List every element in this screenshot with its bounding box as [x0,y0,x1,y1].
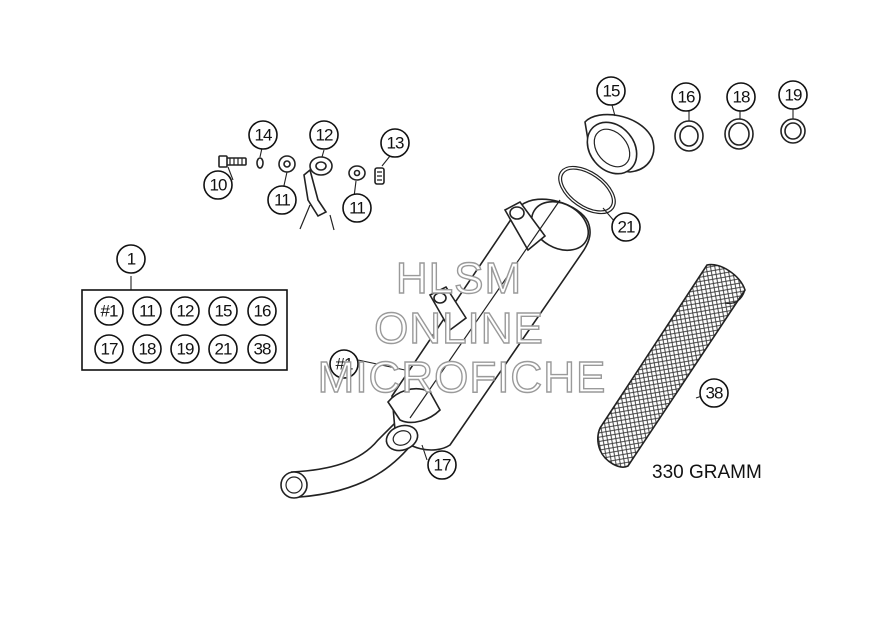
svg-text:19: 19 [177,340,194,359]
washer-right [348,165,366,181]
kit-item: 16 [247,296,277,326]
callout-13: 13 [380,128,410,158]
kit-item: 17 [94,334,124,364]
watermark-line-1: HLSM [396,254,522,303]
watermark-line-3: MICROFICHE [318,353,607,402]
callout-12: 12 [309,120,339,150]
callout-15: 15 [596,76,626,106]
callout-1: 1 [116,244,146,274]
svg-text:12: 12 [177,302,194,321]
svg-text:21: 21 [215,340,232,359]
callout-14: 14 [248,120,278,150]
svg-text:21: 21 [618,218,635,237]
svg-text:18: 18 [139,340,156,359]
mounting-hardware [218,147,391,231]
kit-contents-box: #1 11 12 15 16 17 18 19 [81,289,288,371]
svg-text:12: 12 [316,126,333,145]
svg-text:17: 17 [434,456,451,475]
ring-19 [780,108,806,144]
bolt [218,155,247,168]
svg-text:38: 38 [706,384,723,403]
weight-note: 330 GRAMM [652,462,762,483]
svg-text:18: 18 [733,88,750,107]
svg-text:1: 1 [127,250,136,269]
kit-item: 11 [132,296,162,326]
svg-text:#1: #1 [336,355,353,374]
watermark-line-2: ONLINE [374,304,544,353]
kit-item: #1 [94,296,124,326]
callout-10: 10 [203,170,233,200]
callout-11-right: 11 [342,193,372,223]
kit-item: 15 [208,296,238,326]
svg-text:#1: #1 [101,302,118,321]
kit-item: 21 [208,334,238,364]
kit-item: 19 [170,334,200,364]
end-cap [584,104,655,175]
callout-16: 16 [671,82,701,112]
svg-text:19: 19 [785,86,802,105]
watermark: HLSM ONLINE MICROFICHE [317,253,607,402]
svg-text:16: 16 [254,302,271,321]
callout-21: 21 [611,212,641,242]
ring-18 [724,110,754,150]
svg-text:16: 16 [678,88,695,107]
svg-text:11: 11 [139,302,155,321]
callout-hash1: #1 [329,349,359,379]
nut [374,167,385,185]
callout-18: 18 [726,82,756,112]
kit-item: 38 [247,334,277,364]
ring-16 [674,110,704,152]
svg-text:15: 15 [603,82,620,101]
svg-text:11: 11 [274,191,290,210]
kit-item: 12 [170,296,200,326]
washer-left [278,155,296,173]
callout-19: 19 [778,80,808,110]
svg-text:14: 14 [255,126,272,145]
svg-text:11: 11 [349,199,365,218]
spring-washer [256,157,264,169]
svg-text:10: 10 [210,176,227,195]
svg-text:15: 15 [215,302,232,321]
packing-mat [597,263,746,468]
o-ring-gasket [558,165,616,223]
callout-38: 38 [699,378,729,408]
rubber-bushing-bracket [299,156,335,231]
svg-text:17: 17 [101,340,118,359]
svg-text:13: 13 [387,134,404,153]
kit-item: 18 [132,334,162,364]
svg-text:38: 38 [254,340,271,359]
callout-17: 17 [427,450,457,480]
silencer-assembly [280,198,591,499]
callout-11-left: 11 [267,185,297,215]
